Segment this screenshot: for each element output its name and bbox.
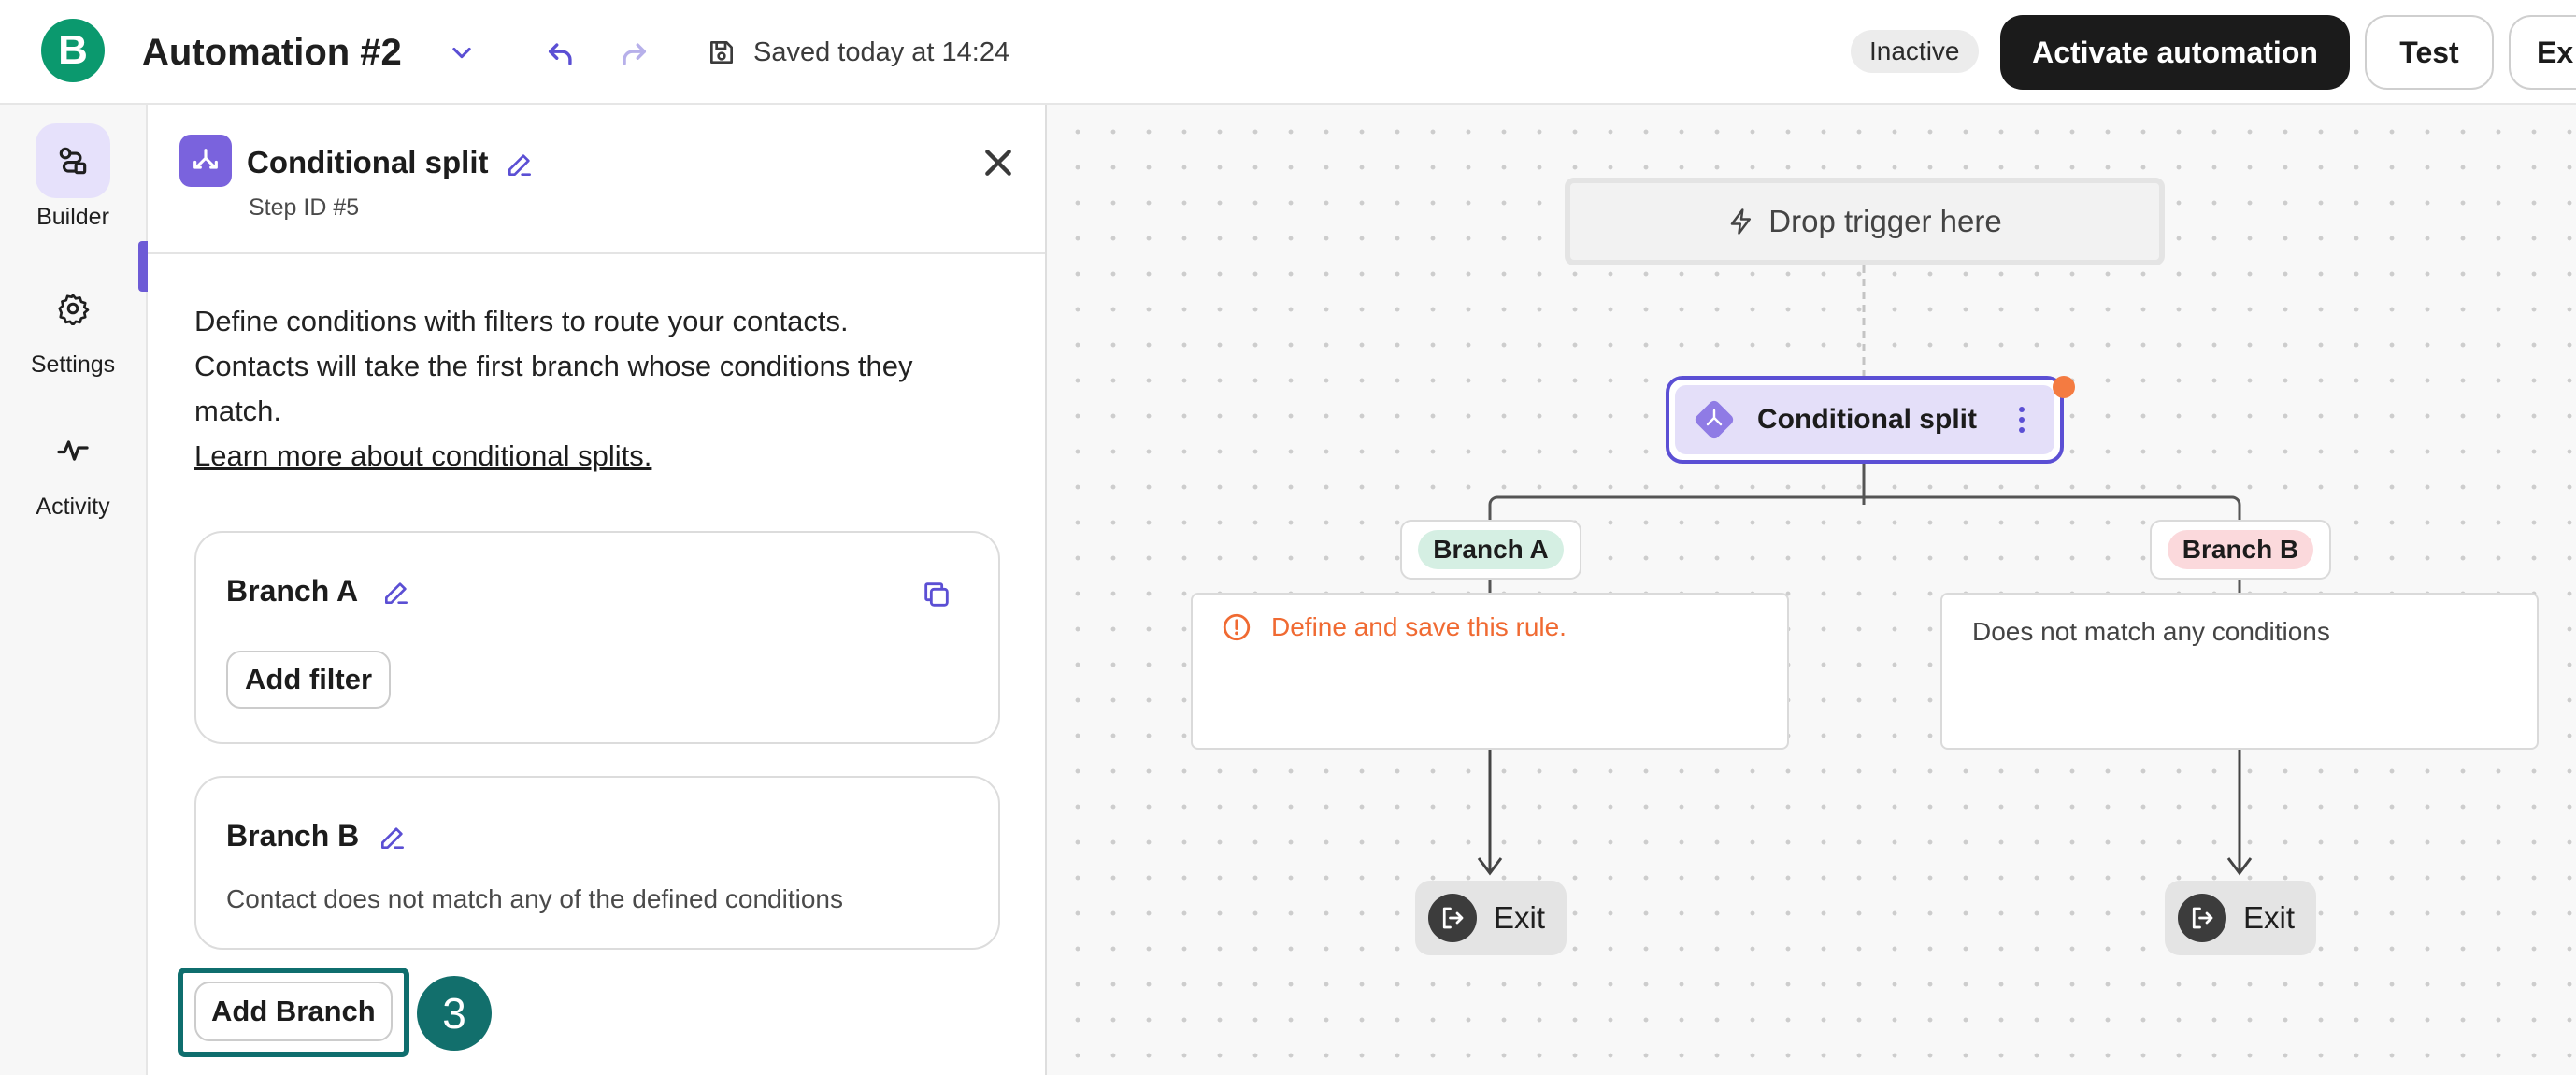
description-line: Contacts will take the first branch whos… [194, 350, 913, 382]
branch-b-card: Branch B Contact does not match any of t… [194, 776, 1000, 950]
edit-branch-b-pencil-icon[interactable] [374, 819, 411, 856]
rail-item-activity[interactable]: Activity [0, 413, 146, 521]
activity-icon [36, 413, 110, 488]
brevo-logo[interactable]: B [41, 19, 105, 82]
exit-label: Exit [2243, 900, 2296, 935]
exit-icon [2178, 894, 2226, 942]
status-badge: Inactive [1851, 30, 1979, 73]
panel-description: Define conditions with filters to route … [194, 299, 1017, 479]
top-bar: B Automation #2 Saved today at 14:24 Ina… [0, 0, 2576, 105]
tutorial-highlight-frame [178, 968, 409, 1057]
gear-icon [36, 271, 110, 346]
exit-label: Exit [1494, 900, 1546, 935]
unsaved-indicator-dot [2053, 376, 2075, 398]
branch-a-rule-warning: Define and save this rule. [1271, 612, 1567, 641]
description-line: match. [194, 394, 282, 427]
save-disk-icon [710, 41, 733, 64]
split-diamond-icon [1688, 394, 1740, 446]
step-settings-panel: Conditional split Step ID #5 Define cond… [148, 105, 1047, 1075]
split-step-icon [179, 135, 232, 187]
lightning-icon [1731, 208, 1752, 235]
conditional-split-node[interactable]: Conditional split [1666, 376, 2064, 464]
panel-header: Conditional split Step ID #5 [148, 105, 1045, 254]
branch-a-name: Branch A [226, 574, 359, 608]
canvas-branch-b-label: Branch B [2167, 530, 2314, 569]
trigger-placeholder-text: Drop trigger here [1768, 204, 2002, 238]
node-more-options-icon[interactable] [2012, 407, 2031, 433]
activate-automation-button[interactable]: Activate automation [2000, 15, 2350, 90]
branch-a-card: Branch A Add filter [194, 531, 1000, 744]
rail-label-builder: Builder [36, 204, 109, 230]
canvas-branch-b-tag[interactable]: Branch B [2150, 520, 2331, 580]
flow-connectors [1477, 265, 2253, 876]
step-id: Step ID #5 [249, 194, 360, 221]
close-icon[interactable] [970, 135, 1026, 191]
rail-item-settings[interactable]: Settings [0, 271, 146, 379]
learn-more-link[interactable]: Learn more about conditional splits. [194, 439, 652, 472]
edit-branch-a-pencil-icon[interactable] [378, 574, 415, 611]
workflow-canvas[interactable]: Drop trigger here Conditional split Bran… [1047, 105, 2576, 1075]
undo-icon[interactable] [540, 34, 581, 75]
warning-circle-icon [1223, 613, 1251, 641]
drop-trigger-zone[interactable]: Drop trigger here [1565, 178, 2165, 265]
branch-b-exit-node[interactable]: Exit [2165, 881, 2316, 955]
branch-b-description: Contact does not match any of the define… [226, 884, 843, 913]
rail-item-builder[interactable]: Builder [0, 123, 146, 231]
branch-b-rule-box[interactable]: Does not match any conditions [1940, 593, 2539, 750]
test-button[interactable]: Test [2365, 15, 2494, 90]
description-line: Define conditions with filters to route … [194, 305, 849, 337]
left-rail: Builder Settings Activity [0, 105, 148, 1075]
exit-icon [1428, 894, 1477, 942]
builder-icon [36, 123, 110, 198]
active-rail-indicator [138, 241, 148, 292]
duplicate-branch-icon[interactable] [916, 574, 957, 615]
add-branch-button[interactable]: Add Branch [194, 982, 393, 1041]
branch-b-name: Branch B [226, 819, 360, 853]
split-node-label: Conditional split [1757, 404, 1977, 435]
panel-title: Conditional split [247, 145, 489, 179]
canvas-branch-a-tag[interactable]: Branch A [1400, 520, 1581, 580]
export-button[interactable]: Ex [2509, 15, 2576, 90]
branch-a-exit-node[interactable]: Exit [1415, 881, 1567, 955]
branch-a-rule-box[interactable]: Define and save this rule. [1191, 593, 1789, 750]
rail-label-activity: Activity [36, 494, 110, 520]
branch-b-rule-text: Does not match any conditions [1972, 617, 2330, 646]
tutorial-step-badge: 3 [417, 976, 492, 1051]
title-dropdown-chevron-icon[interactable] [443, 34, 480, 71]
edit-title-pencil-icon[interactable] [501, 146, 538, 183]
rail-label-settings: Settings [30, 351, 116, 378]
saved-timestamp: Saved today at 14:24 [753, 37, 1010, 67]
add-filter-button[interactable]: Add filter [226, 651, 392, 709]
redo-icon[interactable] [613, 34, 654, 75]
automation-title[interactable]: Automation #2 [142, 32, 402, 73]
canvas-branch-a-label: Branch A [1418, 530, 1564, 569]
save-status: Saved today at 14:24 [707, 32, 1009, 73]
